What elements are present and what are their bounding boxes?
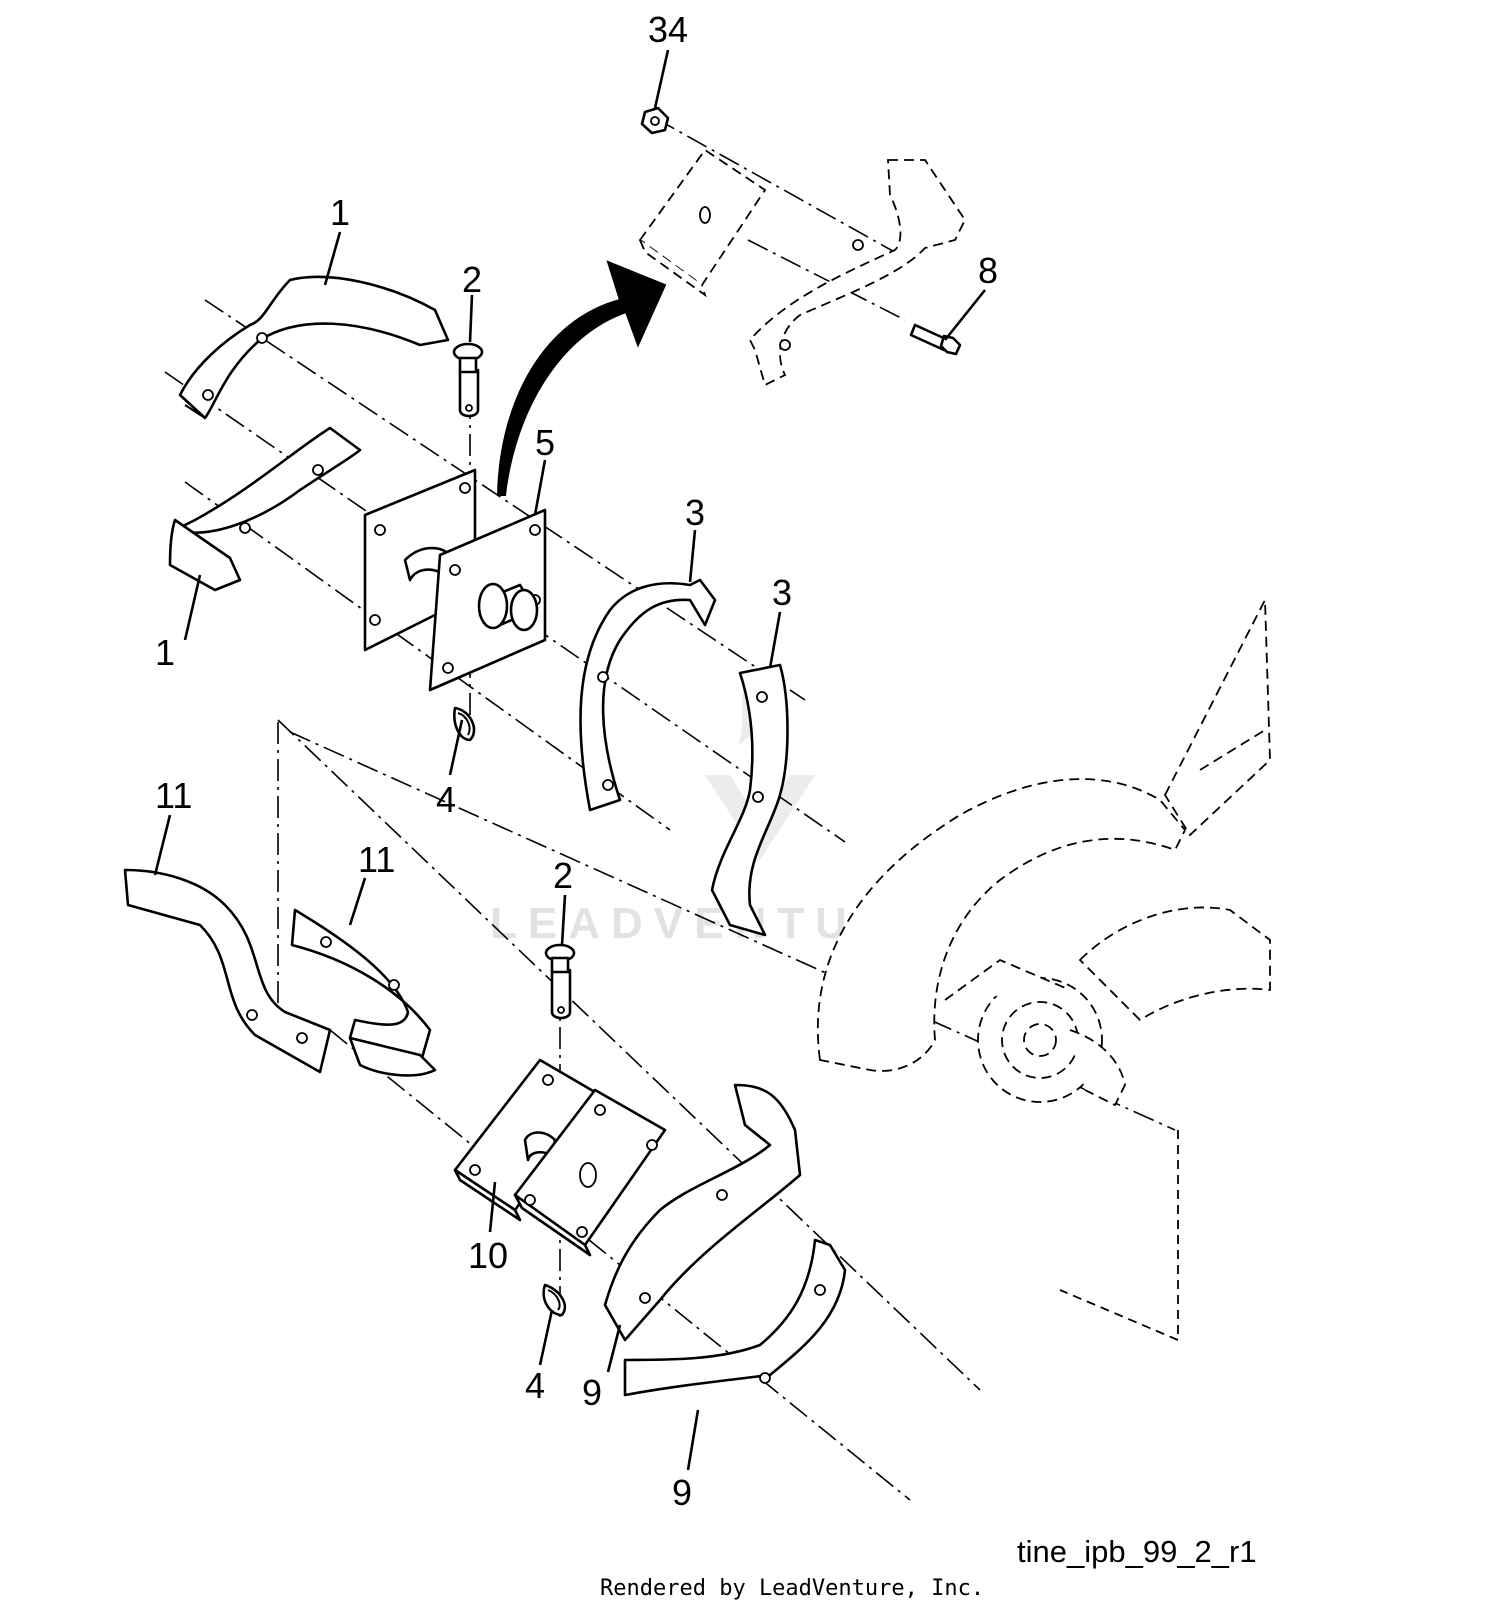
upper-tine-assembly [168, 275, 789, 937]
callout-2-bottom: 2 [553, 855, 573, 896]
callout-3-b: 3 [772, 572, 792, 613]
callout-8: 8 [978, 250, 998, 291]
callout-5: 5 [535, 422, 555, 463]
callout-labels: 34 1 2 8 5 3 3 1 4 11 11 2 10 4 9 9 [155, 9, 998, 1513]
callout-3-a: 3 [685, 492, 705, 533]
diagram-code: tine_ipb_99_2_r1 [1017, 1534, 1257, 1569]
callout-34: 34 [648, 9, 688, 50]
hairpin-clip-4-bottom [542, 1283, 567, 1317]
callout-4-top: 4 [436, 779, 456, 820]
render-credit: Rendered by LeadVenture, Inc. [600, 1576, 984, 1601]
leader-lines [153, 49, 987, 1471]
clevis-pin-2-top [452, 342, 484, 418]
callout-9-a: 9 [582, 1372, 602, 1413]
callout-1-bottom: 1 [155, 632, 175, 673]
nut-34 [640, 106, 670, 135]
callout-11-right: 11 [358, 839, 395, 880]
lower-tine-assembly [123, 868, 847, 1397]
callout-11-left: 11 [155, 775, 192, 816]
hairpin-clip-4-top [453, 706, 476, 742]
callout-9-b: 9 [672, 1472, 692, 1513]
callout-2-top: 2 [462, 259, 482, 300]
curved-arrow [496, 260, 667, 496]
callout-1-top: 1 [330, 192, 350, 233]
clevis-pin-2-bottom [544, 943, 576, 1020]
detail-inset [638, 106, 967, 387]
tiller-housing-ghost [816, 599, 1271, 1107]
callout-10: 10 [468, 1235, 508, 1276]
bolt-8 [909, 323, 962, 356]
callout-4-bottom: 4 [525, 1365, 545, 1406]
